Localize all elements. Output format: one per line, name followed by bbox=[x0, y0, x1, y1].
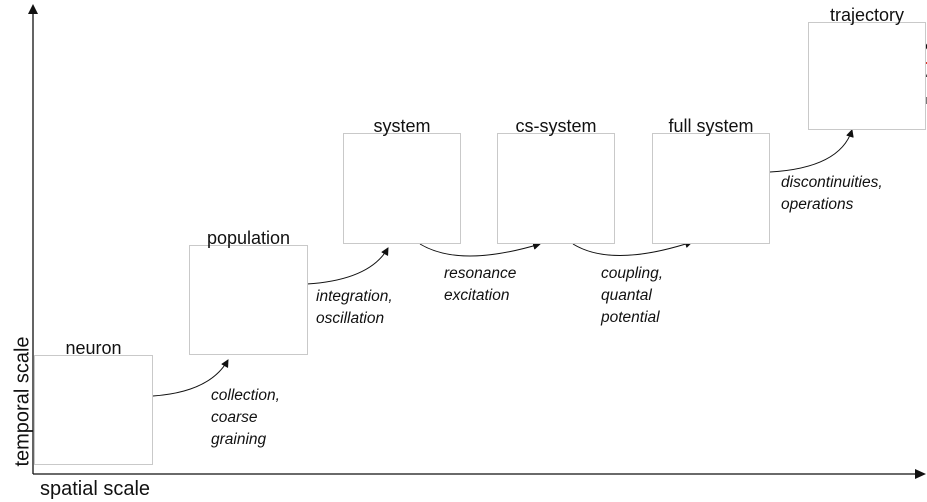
caption-discontinuities-line1: discontinuities, bbox=[781, 174, 883, 191]
arrow-system-to-cs-system bbox=[419, 242, 541, 257]
caption-resonance: resonance excitation bbox=[444, 263, 516, 307]
caption-collection-line2: coarse bbox=[211, 409, 258, 426]
caption-coupling-line3: potential bbox=[601, 309, 660, 326]
arrow-population-to-system bbox=[306, 247, 389, 285]
trajectory-title: trajectory bbox=[829, 5, 905, 25]
arrow-full-system-to-trajectory bbox=[769, 129, 854, 173]
caption-collection-line1: collection, bbox=[211, 387, 280, 404]
caption-discontinuities-line2: operations bbox=[781, 196, 854, 213]
system-panel bbox=[343, 133, 461, 244]
caption-coupling-line2: quantal bbox=[601, 287, 652, 304]
population-title: population bbox=[206, 228, 291, 248]
neuron-title: neuron bbox=[65, 338, 122, 358]
trajectory-panel bbox=[808, 22, 926, 130]
caption-coupling-line1: coupling, bbox=[601, 265, 664, 282]
caption-integration: integration, oscillation bbox=[316, 286, 393, 330]
cs-system-panel bbox=[497, 133, 615, 244]
system-title: system bbox=[373, 116, 431, 136]
y-axis-label: temporal scale bbox=[11, 336, 34, 467]
caption-resonance-line2: excitation bbox=[444, 287, 510, 304]
full-system-panel bbox=[652, 133, 770, 244]
neuron-panel bbox=[34, 355, 153, 465]
caption-coupling: coupling, quantal potential bbox=[601, 263, 663, 329]
arrow-cs-system-to-full-system bbox=[572, 240, 693, 256]
trajectory-cell: A bbox=[926, 69, 927, 80]
population-panel bbox=[189, 245, 308, 355]
cs-system-title: cs-system bbox=[515, 116, 597, 136]
caption-discontinuities: discontinuities, operations bbox=[781, 172, 883, 216]
full-system-title: full system bbox=[668, 116, 754, 136]
trajectory-cell: C bbox=[925, 42, 927, 53]
x-axis-label: spatial scale bbox=[40, 478, 151, 500]
caption-collection-line3: graining bbox=[211, 431, 267, 448]
caption-collection: collection, coarse graining bbox=[211, 385, 280, 451]
arrow-neuron-to-population bbox=[152, 359, 229, 397]
x-axis-arrowhead bbox=[915, 469, 926, 479]
trajectory-cell: B bbox=[926, 96, 927, 107]
caption-integration-line2: oscillation bbox=[316, 310, 385, 327]
caption-resonance-line1: resonance bbox=[444, 265, 517, 282]
caption-integration-line1: integration, bbox=[316, 288, 393, 305]
y-axis-arrowhead bbox=[28, 4, 38, 14]
